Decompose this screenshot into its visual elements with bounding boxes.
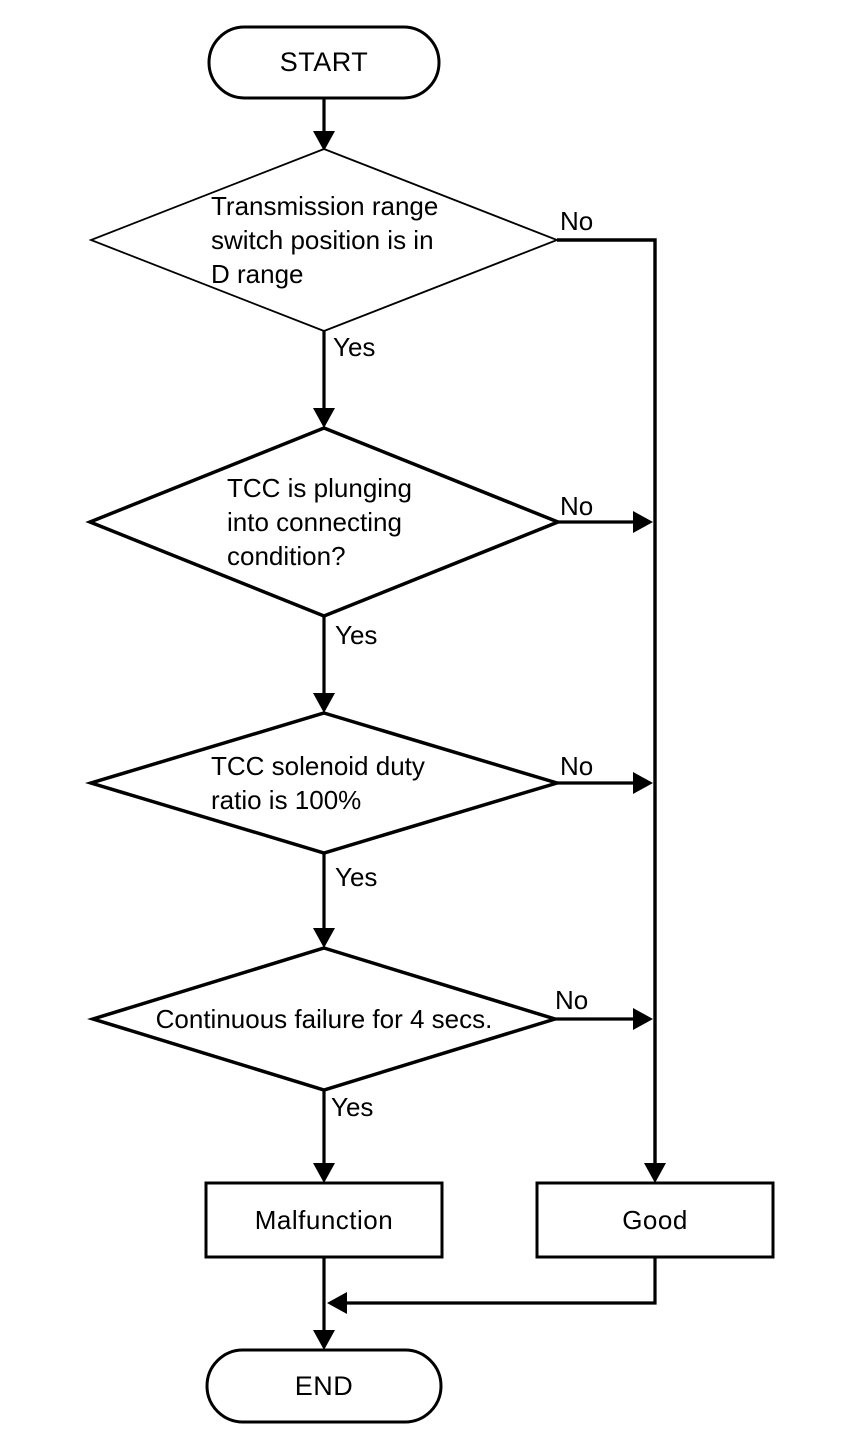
decision2-no-label: No: [560, 491, 594, 521]
malfunction-box-shape: [204, 1181, 444, 1259]
good-box-shape: [535, 1181, 775, 1259]
end-node-label: END: [294, 1370, 354, 1401]
merge-left-arrowhead-icon: [327, 1292, 347, 1314]
decision3-yes-label: Yes: [335, 862, 378, 892]
decision3-yes-arrowhead-icon: [313, 928, 335, 948]
trunk-to-good-arrowhead-icon: [644, 1163, 666, 1183]
malfunction-node-label: Malfunction: [254, 1204, 394, 1235]
end-terminator-shape: [205, 1348, 443, 1424]
decision1-yes-label: Yes: [333, 332, 376, 362]
decision4-no-arrowhead-icon: [633, 1008, 653, 1030]
decision1-text: Transmission range switch position is in…: [211, 191, 439, 289]
decision2-text: TCC is plunging into connecting conditio…: [227, 473, 412, 571]
decision1-yes-arrowhead-icon: [313, 408, 335, 428]
decision1-no-trunk-connector: [557, 238, 657, 1166]
decision1-no-label: No: [560, 206, 594, 236]
good-node-label: Good: [622, 1204, 688, 1235]
start-to-decision1-arrowhead-icon: [313, 131, 335, 151]
decision3-text: TCC solenoid duty ratio is 100%: [211, 751, 425, 815]
decision4-no-label: No: [555, 985, 589, 1015]
decision3-no-label: No: [560, 751, 594, 781]
end-arrowhead-icon: [313, 1330, 335, 1350]
decision4-text: Continuous failure for 4 secs.: [155, 1004, 493, 1034]
start-node-label: START: [279, 47, 369, 77]
decision3-no-arrowhead-icon: [633, 772, 653, 794]
decision2-yes-label: Yes: [335, 620, 378, 650]
decision2-yes-arrowhead-icon: [313, 693, 335, 713]
decision2-no-arrowhead-icon: [633, 511, 653, 533]
decision4-yes-label: Yes: [331, 1092, 374, 1122]
good-merge-connector: [347, 1257, 657, 1305]
decision4-yes-arrowhead-icon: [313, 1163, 335, 1183]
